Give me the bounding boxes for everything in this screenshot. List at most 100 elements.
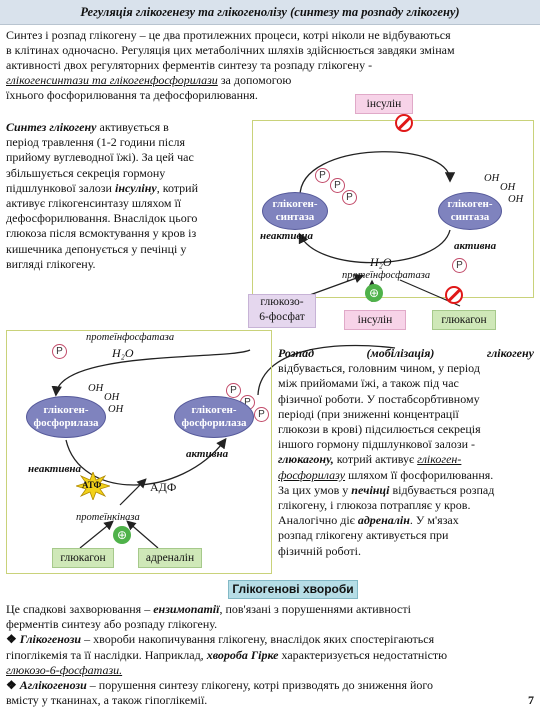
bullet-icon: ❖	[6, 678, 17, 693]
cycle-arc-top	[299, 151, 456, 197]
phosphate-icon: P	[52, 344, 67, 359]
br-r9a: За цих умов у	[278, 482, 352, 497]
dis-g3: глюкозо-6-фосфатази.	[6, 662, 123, 677]
synth-line-8: глюкоза після всмоктування у кров із	[6, 226, 197, 241]
br-line-13: розпад глікогену активується при	[278, 528, 449, 543]
intro-line-1: Синтез і розпад глікогену – це два проти…	[6, 28, 451, 42]
hydroxyl-label: OH	[88, 383, 104, 394]
label-active-2: активна	[186, 448, 229, 460]
hydroxyl-label: OH	[508, 194, 524, 205]
br-r7b: котрий активує	[333, 452, 418, 467]
br-line-4: фізичної роботи. У постабсорбтивному	[278, 391, 480, 406]
phosphate-icon: P	[254, 407, 269, 422]
br-r7c: глікоген-	[417, 452, 462, 467]
br-line-12: Аналогічно діє адреналін. У м'язах	[278, 513, 534, 528]
phosphate-icon: P	[342, 190, 357, 205]
br-r8a: фосфорилазу	[278, 467, 346, 482]
intro-line-2: в клітинах одночасно. Регуляція цих мета…	[6, 43, 455, 57]
phosphorylase-diagram	[6, 330, 272, 574]
synthase-active: глікоген- синтаза	[438, 192, 502, 230]
br-line-7: іншого гормону підшлункової залози -	[278, 437, 476, 452]
dis-line-6: ❖ Аглікогенози – порушення синтезу гліко…	[6, 678, 534, 693]
bullet-icon: ❖	[6, 632, 17, 647]
br-line-2: відбувається, головним чином, у період	[278, 361, 480, 376]
cycle2-arc-top	[257, 344, 396, 396]
atp-burst-icon	[76, 472, 110, 500]
br-r9b: відбувається розпад	[389, 482, 495, 497]
dis-girke: хвороба Гірке	[206, 647, 279, 662]
kinase-arrow	[119, 478, 147, 506]
synth-t5a: підшлункової залози	[6, 180, 115, 195]
intro-line-4: глікогенсинтази та глікогенфосфорилази з…	[6, 73, 366, 88]
phosphatase-label-2: протеїнфосфатаза	[86, 332, 175, 343]
dis-a2: вмісту у тканинах, а також гіпоглікемії.	[6, 693, 208, 708]
phosphorylase-active: глікоген- фосфорилаза	[174, 396, 254, 438]
br-line-6: глюкози в крові) підсилюється секреція	[278, 422, 481, 437]
synth-line-2: період травлення (1-2 години після	[6, 135, 185, 150]
label-inactive: неактивна	[260, 230, 313, 242]
phosphatase-label: протеїнфосфатаза	[342, 270, 431, 281]
br-glucagon: глюкагону,	[278, 452, 334, 467]
dis-glycogenoses: Глікогенози	[19, 632, 82, 647]
dis-a1: – порушення синтезу глікогену, котрі при…	[86, 678, 434, 693]
intro-line-3: активності двох регуляторних ферментів с…	[6, 58, 373, 72]
dis-line-4: гіпоглікемія та її наслідки. Наприклад, …	[6, 648, 534, 663]
dis-g2b: характеризується недостатністю	[278, 647, 448, 662]
cycle2-arc-bottom	[65, 437, 227, 486]
synth-line-7: дефосфорилювання. Внаслідок цього	[6, 211, 198, 226]
breakdown-paragraph: Розпад (мобілізація) глікогену відбуваєтьс…	[278, 346, 534, 559]
prohibit-icon	[395, 114, 413, 132]
dis-line-2: ферментів синтезу або розпаду глікогену.	[6, 617, 218, 632]
cycle2-arc-right	[51, 349, 251, 397]
dis-g1: – хвороби накопичування глікогену, внасл…	[81, 632, 435, 647]
insulin-bottom-box: інсулін	[344, 310, 406, 330]
phosphate-icon: P	[330, 178, 345, 193]
dis-d1b: , пов'язані з порушеннями активності	[219, 602, 411, 616]
br-line-9: фосфорилазу шляхом її фосфорилювання.	[278, 468, 534, 483]
dis-d1a: Це спадкові захворювання –	[6, 602, 154, 616]
cycle-arc-bottom	[298, 229, 451, 264]
dis-line-7: вмісту у тканинах, а також гіпоглікемії.…	[6, 693, 534, 708]
synth-insulin: інсуліну	[114, 180, 157, 195]
dis-line-5: глюкозо-6-фосфатази.	[6, 663, 534, 678]
br-line-1: Розпад (мобілізація) глікогену	[278, 346, 534, 361]
hydroxyl-label: OH	[484, 173, 500, 184]
g6p-box: глюкозо- 6-фосфат	[248, 294, 316, 328]
br-line-3: між прийомами їжі, а також під час	[278, 376, 459, 391]
synth-line-10: вигляді глікогену.	[6, 256, 96, 271]
br-r8b: шляхом її фосфорилювання.	[345, 467, 494, 482]
dis-g2a: гіпоглікемія та її наслідки. Наприклад,	[6, 647, 207, 662]
adrenaline-arrow	[126, 520, 159, 549]
synth-line-6: активує глікогенсинтазу шляхом її	[6, 196, 182, 211]
hydroxyl-label: OH	[500, 182, 516, 193]
br-gly: глікогену	[486, 346, 534, 360]
synth-line-9: кишечника депонується у печінці у	[6, 241, 187, 256]
synth-t5b: , котрий	[156, 180, 199, 195]
br-r11a: Аналогічно діє	[278, 513, 358, 528]
br-line-5: періоді (при зниженні концентрації	[278, 406, 459, 421]
br-line-8: глюкагону, котрий активує глікоген-	[278, 452, 534, 467]
dis-aglycogenoses: Аглікогенози	[19, 678, 87, 693]
activate-icon: ⊕	[113, 526, 131, 544]
atp-label: АТФ	[82, 480, 102, 490]
diseases-section: Це спадкові захворювання – ензимопатії, …	[6, 602, 534, 708]
intro-enzymes: глікогенсинтази та глікогенфосфорилази	[6, 73, 218, 87]
dis-enzymopathies: ензимопатії	[153, 602, 220, 616]
prohibit-icon	[445, 286, 463, 304]
synth-line-5: підшлункової залози інсуліну, котрий	[6, 181, 238, 196]
dis-line-1: Це спадкові захворювання – ензимопатії, …	[6, 602, 534, 617]
synthesis-paragraph: Синтез глікогену активується в період тр…	[6, 120, 238, 272]
br-term: Розпад	[278, 346, 315, 360]
glucagon2-arrow	[79, 520, 114, 549]
page-title: Регуляція глікогенезу та глікогенолізу (…	[0, 0, 540, 25]
phosphate-icon: P	[315, 168, 330, 183]
page-number: 7	[528, 693, 534, 708]
intro-line4-tail: за допомогою	[217, 73, 292, 87]
water-label: H₂O	[370, 255, 392, 269]
br-liver: печінці	[351, 482, 390, 497]
synth-line-4: збільшується секреція гормону	[6, 165, 166, 180]
adrenaline-box: адреналін	[138, 548, 202, 568]
label-active: активна	[454, 240, 497, 252]
br-paren: (мобілізація)	[366, 346, 435, 360]
